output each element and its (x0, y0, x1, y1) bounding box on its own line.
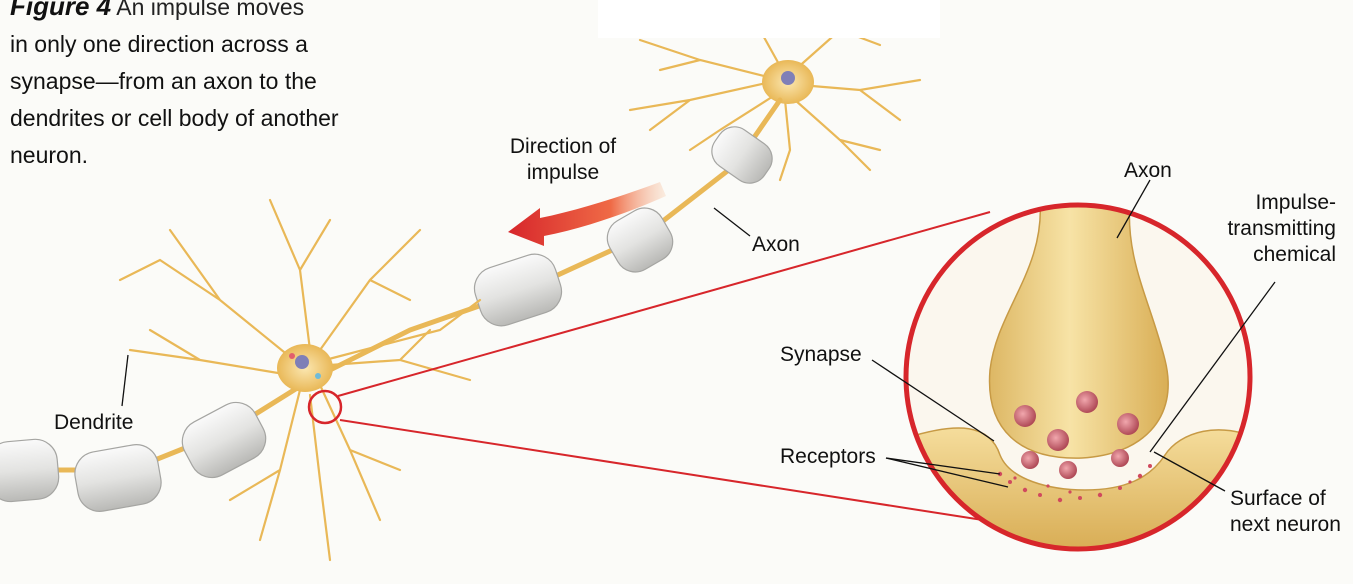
impulse-chemical-line3: chemical (1200, 242, 1336, 268)
caption-line-1: in only one direction across a (10, 26, 400, 63)
figure-label: Figure 4 (10, 0, 111, 21)
dendrite-label: Dendrite (54, 410, 133, 436)
direction-label: Direction of impulse (498, 134, 628, 186)
direction-label-line2: impulse (498, 160, 628, 186)
figure-caption: Figure 4 An impulse moves in only one di… (10, 0, 400, 174)
surface-label-line1: Surface of (1230, 486, 1341, 512)
caption-headline: An impulse moves (116, 0, 304, 20)
caption-line-3: dendrites or cell body of another (10, 100, 400, 137)
impulse-chemical-line2: transmitting (1200, 216, 1336, 242)
caption-line-4: neuron. (10, 137, 400, 174)
myelin-segment (71, 441, 164, 515)
zoom-connector-bottom (340, 420, 1002, 523)
inset-axon-label: Axon (1124, 158, 1172, 184)
lower-neuron (120, 200, 480, 560)
myelin-segment (469, 248, 567, 331)
caption-line-2: synapse—from an axon to the (10, 63, 400, 100)
synapse-label: Synapse (780, 342, 862, 368)
impulse-chemical-line1: Impulse- (1200, 190, 1336, 216)
myelin-segment (0, 437, 61, 503)
blank-strip (598, 0, 940, 38)
axon-label: Axon (752, 232, 800, 258)
direction-label-line1: Direction of (498, 134, 628, 160)
surface-label-line2: next neuron (1230, 512, 1341, 538)
myelin-segment (175, 395, 274, 486)
receptors-label: Receptors (780, 444, 876, 470)
myelin-sheaths (0, 120, 779, 515)
caption-line-0: Figure 4 An impulse moves (10, 0, 400, 26)
surface-label: Surface of next neuron (1230, 486, 1341, 538)
impulse-chemical-label: Impulse- transmitting chemical (1200, 190, 1336, 268)
